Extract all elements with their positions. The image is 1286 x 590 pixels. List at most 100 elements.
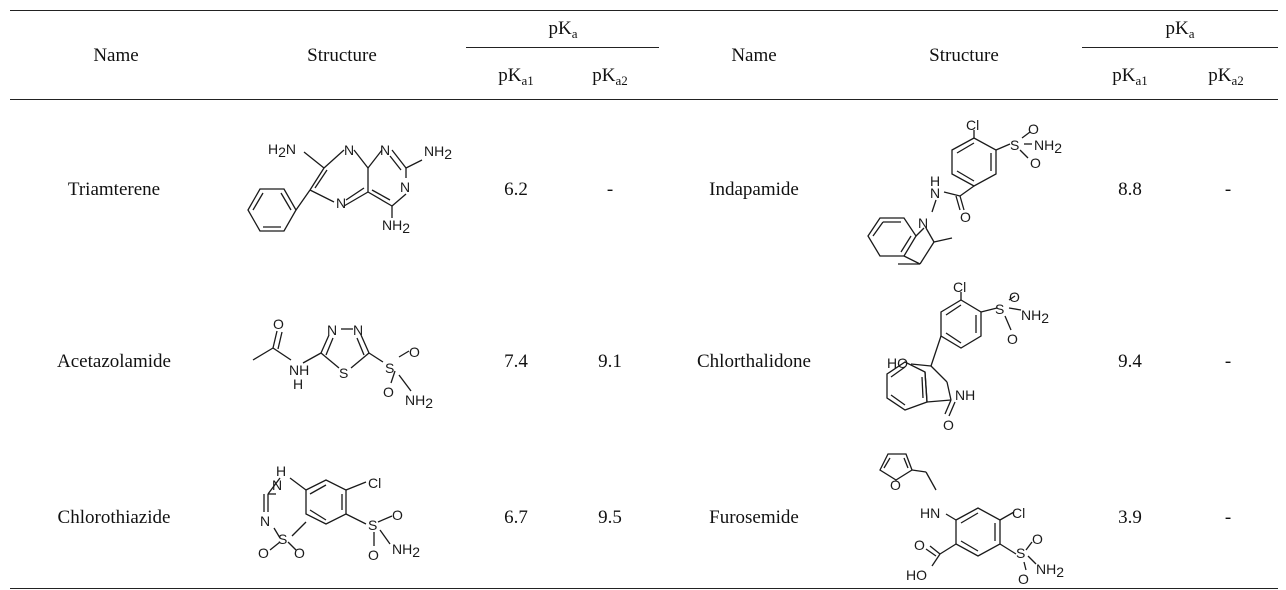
compound-name: Chlorthalidone (697, 351, 811, 372)
compound-name: Furosemide (709, 507, 799, 528)
pka2-value: 9.1 (598, 351, 622, 372)
atom-ho: HO (887, 355, 908, 371)
header-structure-left: Structure (307, 45, 377, 66)
header-bottom-rule (10, 99, 1278, 101)
atom-o: O (383, 384, 394, 400)
atom-cl: Cl (966, 117, 979, 133)
atom-h: H (293, 376, 303, 392)
atom-n: N (353, 322, 363, 338)
pka1-value: 6.2 (504, 179, 528, 200)
atom-nh: NH (1021, 307, 1041, 323)
header-pka2-left: pKa2 (592, 65, 628, 88)
header-name-left: Name (93, 45, 139, 66)
subscript-2: 2 (1041, 310, 1049, 326)
atom-h: H (930, 173, 940, 189)
compound-name: Chlorothiazide (57, 507, 171, 528)
atom-n: N (380, 142, 390, 158)
atom-n: N (260, 513, 270, 529)
atom-nh: NH (382, 217, 402, 233)
indapamide-structure: Cl S O O NH2 O H N N (860, 117, 1080, 274)
atom-o: O (1009, 289, 1020, 305)
atom-nh: NH (405, 392, 425, 408)
pka2-value: - (606, 179, 614, 200)
header-pka-right: pKa (1165, 18, 1195, 41)
atom-s: S (1010, 137, 1019, 153)
atom-cl: Cl (368, 475, 381, 491)
acetazolamide-structure: O NH H N N S S O O NH2 (245, 305, 465, 415)
subscript-2: 2 (278, 144, 286, 160)
atom-cl: Cl (1012, 505, 1025, 521)
header-pka1-right: pKa1 (1112, 65, 1148, 88)
atom-n: N (272, 477, 282, 493)
pka2-value: 9.5 (598, 507, 622, 528)
atom-s: S (385, 360, 394, 376)
top-rule (10, 10, 1278, 12)
pka1-value: 9.4 (1118, 351, 1142, 372)
atom-n: N (930, 185, 940, 201)
svg-text:NH2: NH2 (392, 541, 420, 560)
atom-o: O (960, 209, 971, 225)
atom-o: O (1007, 331, 1018, 347)
atom-o: O (1028, 121, 1039, 137)
atom-n: N (327, 322, 337, 338)
atom-nh: NH (424, 143, 444, 159)
atom-n: N (400, 179, 410, 195)
atom-o: O (409, 344, 420, 360)
atom-o: O (914, 537, 925, 553)
pka1-value: 7.4 (504, 351, 528, 372)
atom-s: S (339, 365, 348, 381)
chlorthalidone-structure: Cl S O O NH2 HO NH O (875, 279, 1075, 442)
svg-text:NH2: NH2 (1021, 307, 1049, 326)
compound-name: Acetazolamide (57, 351, 171, 372)
chlorothiazide-structure: H N N S O O Cl S O O NH2 (250, 458, 450, 568)
pka-rule-left (466, 47, 659, 48)
atom-o: O (392, 507, 403, 523)
header-pka-left: pKa (548, 18, 578, 41)
pka1-value: 6.7 (504, 507, 528, 528)
atom-o: O (943, 417, 954, 433)
atom-o: O (294, 545, 305, 561)
header-name-right: Name (731, 45, 777, 66)
subscript-2: 2 (425, 395, 433, 411)
pka2-value: - (1224, 351, 1232, 372)
subscript-2: 2 (402, 220, 410, 236)
subscript-2: 2 (1054, 140, 1062, 156)
subscript-2: 2 (1056, 564, 1064, 580)
atom-nh: NH (392, 541, 412, 557)
compound-name: Triamterene (67, 179, 161, 200)
svg-text:H2N: H2N (268, 141, 296, 160)
atom-nh: NH (289, 362, 309, 378)
atom-h: H (276, 463, 286, 479)
atom-o: O (1032, 531, 1043, 547)
svg-text:NH2: NH2 (405, 392, 433, 411)
atom-n: N (344, 142, 354, 158)
svg-text:NH2: NH2 (1034, 137, 1062, 156)
atom-o: O (258, 545, 269, 561)
atom-n: N (336, 195, 346, 211)
atom-o: O (1030, 155, 1041, 171)
atom-nh: NH (1034, 137, 1054, 153)
atom-s: S (1016, 545, 1025, 561)
furosemide-structure: O HN Cl S O O NH2 O HO (866, 446, 1076, 587)
atom-ho: HO (906, 567, 927, 583)
atom-hn: HN (920, 505, 940, 521)
pka-rule-right (1082, 47, 1278, 48)
atom-o: O (368, 547, 379, 563)
atom-cl: Cl (953, 279, 966, 295)
atom-n: N (918, 215, 928, 231)
atom-s: S (278, 531, 287, 547)
triamterene-structure: N N N N H2N NH2 NH2 (240, 130, 460, 240)
header-pka1-left: pKa1 (498, 65, 534, 88)
svg-text:NH2: NH2 (424, 143, 452, 162)
atom-o: O (273, 316, 284, 332)
svg-text:NH2: NH2 (382, 217, 410, 236)
header-structure-right: Structure (929, 45, 999, 66)
atom-nh: NH (955, 387, 975, 403)
atom-o: O (890, 477, 901, 493)
svg-text:NH2: NH2 (1036, 561, 1064, 580)
atom-h: H (268, 141, 278, 157)
atom-s: S (995, 301, 1004, 317)
bottom-rule (10, 588, 1278, 590)
pka1-value: 3.9 (1118, 507, 1142, 528)
atom-nh: NH (1036, 561, 1056, 577)
